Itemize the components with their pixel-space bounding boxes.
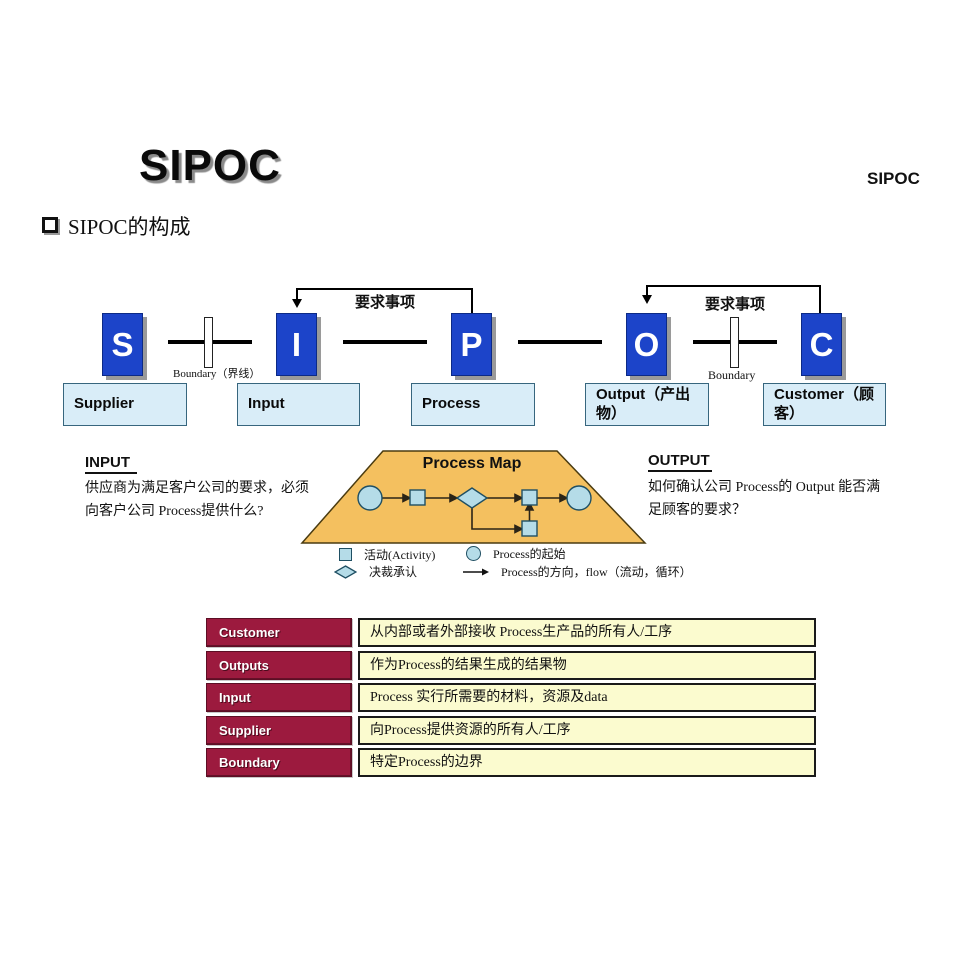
boundary-label-right: Boundary <box>708 368 756 382</box>
caption-output: Output（产出物） <box>585 383 709 426</box>
table-term: Input <box>206 683 352 712</box>
table-desc: 作为Process的结果生成的结果物 <box>358 651 816 680</box>
letter-box-p: P <box>451 313 492 376</box>
decision-diamond <box>455 487 489 509</box>
page-title: SIPOC <box>139 141 281 190</box>
legend-label: 活动(Activity) <box>364 548 436 562</box>
legend-activity: 活动(Activity) <box>339 546 435 563</box>
bullet-square-icon <box>42 217 58 233</box>
requirement-bracket-right-riser <box>819 285 821 313</box>
connector-p-o <box>518 340 602 344</box>
table-term: Boundary <box>206 748 352 777</box>
end-circle <box>566 485 592 511</box>
table-desc: 向Process提供资源的所有人/工序 <box>358 716 816 745</box>
boundary-bar-left <box>204 317 213 368</box>
requirement-bracket-left-top <box>297 288 473 290</box>
table-desc: 从内部或者外部接收 Process生产品的所有人/工序 <box>358 618 816 647</box>
table-desc: 特定Process的边界 <box>358 748 816 777</box>
caption-input: Input <box>237 383 360 426</box>
legend-flow: Process的方向，flow（流动，循环） <box>463 563 692 580</box>
letter-box-i: I <box>276 313 317 376</box>
flow-arrows <box>382 493 569 534</box>
table-desc: Process 实行所需要的材料，资源及data <box>358 683 816 712</box>
circle-icon <box>466 546 481 561</box>
caption-customer: Customer（顾客） <box>763 383 886 426</box>
legend-label: 决裁承认 <box>369 565 418 579</box>
output-title: OUTPUT <box>648 452 712 472</box>
letter-box-s: S <box>102 313 143 376</box>
arrow-down-icon <box>642 295 652 304</box>
process-map-title: Process Map <box>422 455 522 472</box>
requirement-bracket-right-drop <box>646 285 648 296</box>
legend-start: Process的起始 <box>466 545 566 562</box>
requirement-label-right: 要求事项 <box>704 297 765 313</box>
corner-label: SIPOC <box>867 169 920 188</box>
activity-square <box>521 520 538 537</box>
arrow-icon <box>463 568 489 575</box>
input-text: 供应商为满足客户公司的要求，必须向客户公司 Process提供什么? <box>85 481 309 519</box>
arrow-down-icon <box>292 299 302 308</box>
start-circle <box>357 485 383 511</box>
activity-square <box>521 489 538 506</box>
letter-box-o: O <box>626 313 667 376</box>
requirement-bracket-left-riser <box>471 288 473 313</box>
output-text: 如何确认公司 Process的 Output 能否满足顾客的要求？ <box>648 480 881 518</box>
table-term: Supplier <box>206 716 352 745</box>
connector-i-p <box>343 340 427 344</box>
table-term: Customer <box>206 618 352 647</box>
square-icon <box>339 548 352 561</box>
boundary-label-left: Boundary（界线） <box>173 368 261 380</box>
table-term: Outputs <box>206 651 352 680</box>
process-map-graphic <box>300 450 647 544</box>
legend-decision: 决裁承认 <box>334 563 417 580</box>
section-heading: SIPOC的构成 <box>68 215 191 239</box>
requirement-bracket-right-top <box>647 285 821 287</box>
letter-box-c: C <box>801 313 842 376</box>
input-title: INPUT <box>85 454 137 474</box>
activity-square <box>409 489 426 506</box>
legend-label: Process的方向，flow（流动，循环） <box>501 565 692 579</box>
requirement-label-left: 要求事项 <box>354 295 415 311</box>
diamond-icon <box>334 564 357 579</box>
caption-process: Process <box>411 383 535 426</box>
legend-label: Process的起始 <box>493 547 566 561</box>
requirement-bracket-left-drop <box>296 288 298 300</box>
boundary-bar-right <box>730 317 739 368</box>
caption-supplier: Supplier <box>63 383 187 426</box>
